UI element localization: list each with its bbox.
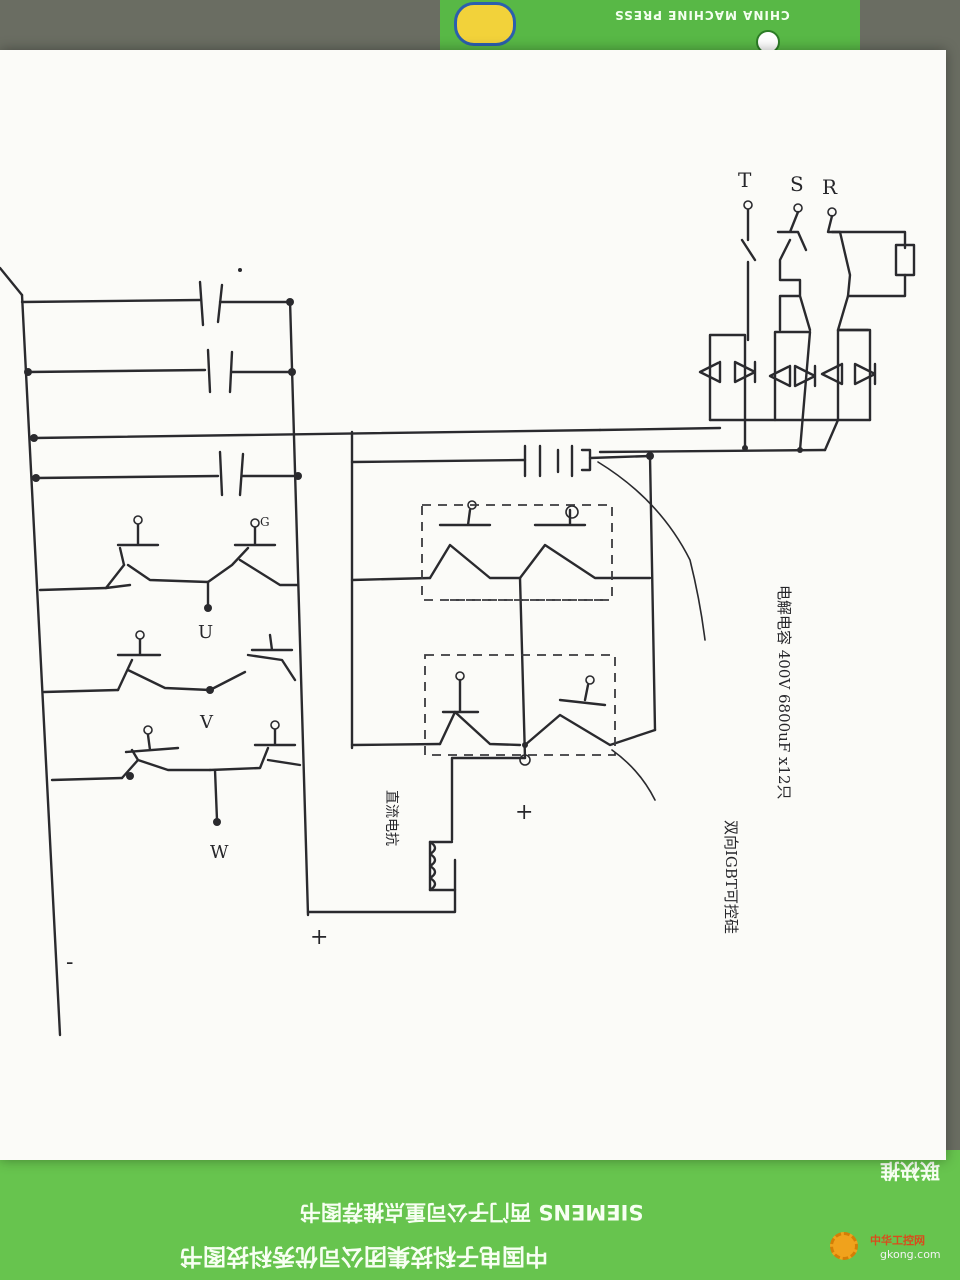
link-row xyxy=(30,426,722,442)
capacitor-bank-2 xyxy=(24,348,296,394)
inverter-leg-w xyxy=(50,720,302,826)
chopper-section xyxy=(350,430,657,892)
capacitor-bank-1 xyxy=(20,268,294,327)
inverter-leg-v xyxy=(42,630,297,694)
output-label-w: W xyxy=(210,842,229,863)
input-label-r: R xyxy=(822,175,838,199)
gate-marker: G xyxy=(260,515,270,529)
rectifier-section xyxy=(598,200,916,454)
watermark-logo: 中华工控网 gkong.com xyxy=(830,1230,950,1270)
module-note: 双向IGBT可控硅 xyxy=(722,820,740,934)
module-note-pointer xyxy=(611,749,656,801)
dc-negative-label: - xyxy=(66,950,74,975)
watermark-name: 中华工控网 xyxy=(870,1234,925,1247)
dc-positive-label: + xyxy=(310,925,329,950)
positive-bus xyxy=(288,298,310,917)
chopper-positive-label: + xyxy=(515,800,534,825)
bottom-book-cover: 中国电子科技集团公司优秀科技图书 SIEMENS 西门子公司重点推荐图书 联袂推 xyxy=(0,1150,960,1280)
negative-bus xyxy=(20,293,62,1037)
reactor-lead-positive xyxy=(306,858,457,914)
reactor-note: 直流电抗 xyxy=(383,790,399,846)
output-label-v: V xyxy=(200,712,213,733)
inverter-leg-u xyxy=(38,515,300,612)
input-label-t: T xyxy=(738,168,752,192)
capacitor-bank-3 xyxy=(32,450,302,497)
capacitor-note: 电解电容 400V 6800uF x12只 xyxy=(775,585,793,800)
paper-sheet xyxy=(0,50,946,1160)
gear-icon xyxy=(830,1232,858,1260)
watermark-url: gkong.com xyxy=(880,1248,941,1261)
input-label-s: S xyxy=(790,172,804,196)
output-label-u: U xyxy=(198,622,214,643)
capacitor-note-pointer xyxy=(597,461,706,641)
publisher-badge-icon xyxy=(454,2,516,46)
